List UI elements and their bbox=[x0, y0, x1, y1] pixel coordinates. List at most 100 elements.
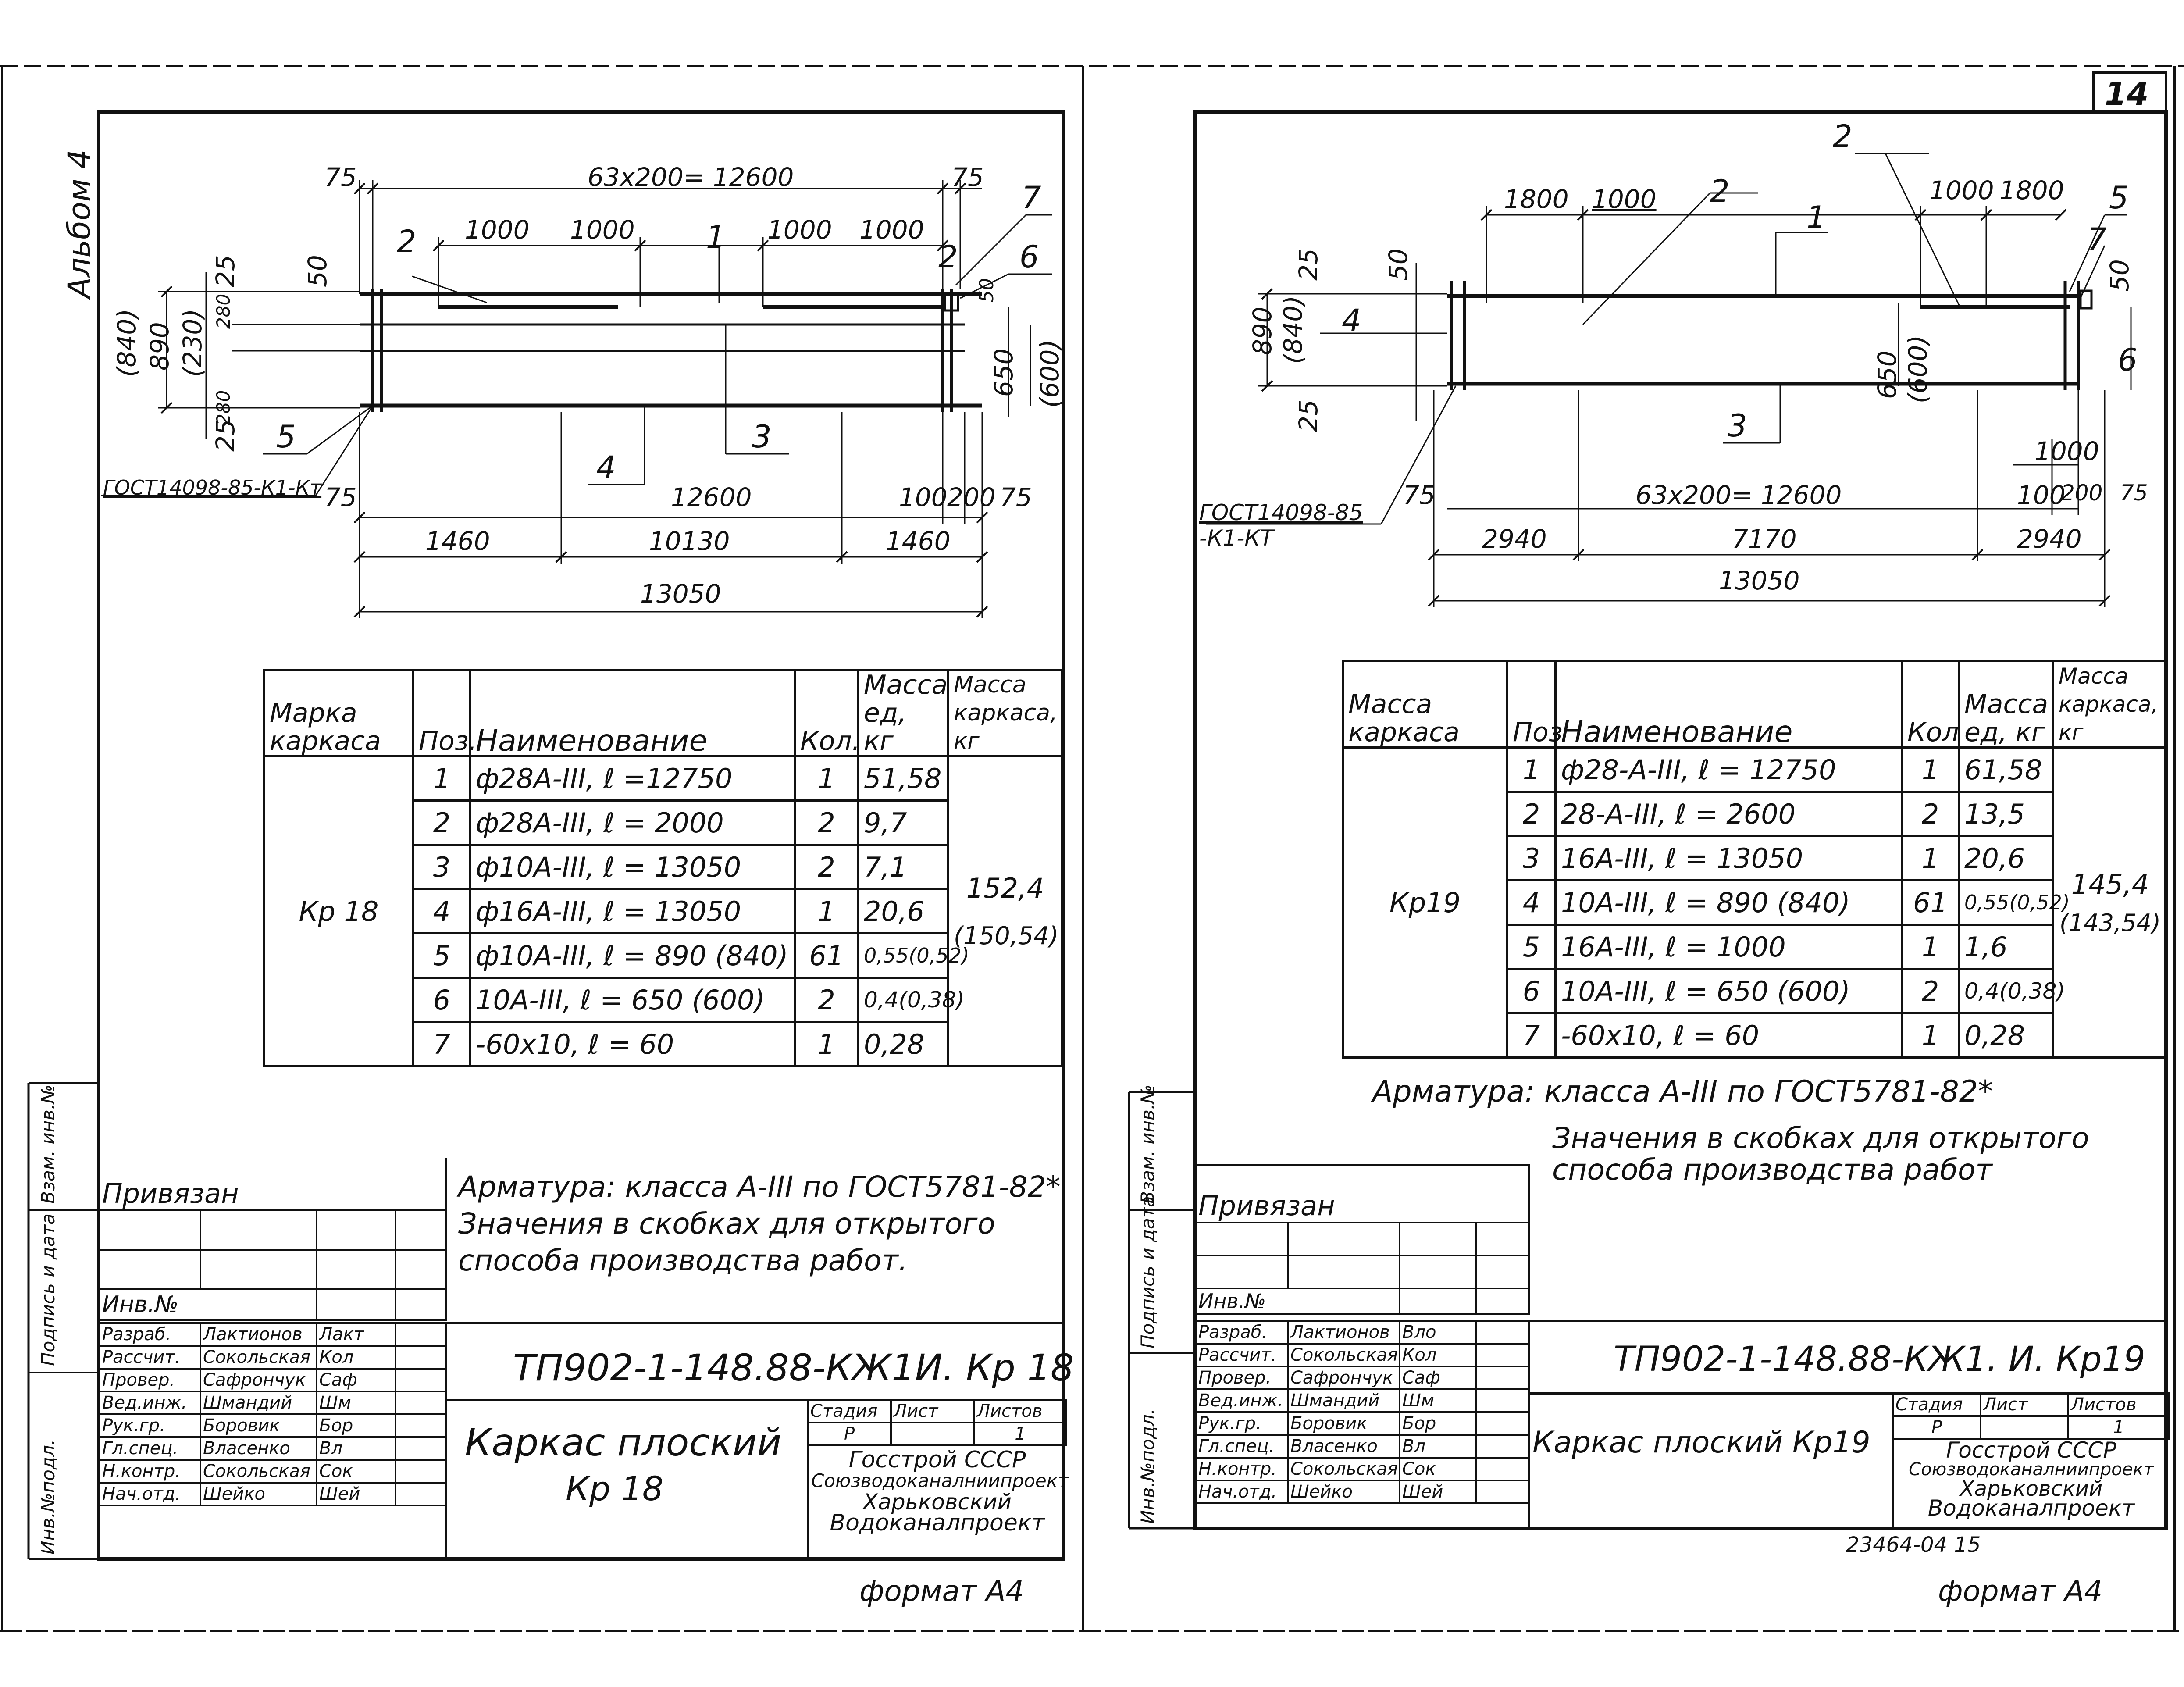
dim-bottom-200: 200 bbox=[947, 482, 996, 512]
format-label-left: формат А4 bbox=[859, 1574, 1024, 1608]
dim-top-left-75: 75 bbox=[324, 162, 357, 192]
signature: Саф bbox=[1399, 1366, 1477, 1390]
org-line: Харьковский bbox=[862, 1489, 1012, 1515]
stage-value: Р bbox=[1892, 1415, 1981, 1440]
stamp-label-replace-inv: Взам. инв.№ bbox=[37, 1084, 59, 1204]
row-mass: 1,6 bbox=[1958, 924, 2054, 970]
role: Вед.инж. bbox=[1195, 1388, 1289, 1413]
dim-top-right-75: 75 bbox=[951, 162, 984, 192]
signature: Кол bbox=[316, 1345, 396, 1370]
gost-label-right: ГОСТ14098-85 -К1-КТ bbox=[1199, 500, 1363, 551]
row-pos: 7 bbox=[412, 1021, 471, 1067]
sheets-header: Листов bbox=[2067, 1392, 2170, 1417]
frame-mass-open-value: (150,54) bbox=[954, 922, 1059, 950]
dim-bottom-75-left: 75 bbox=[1403, 480, 1436, 510]
sheets-value: 1 bbox=[2067, 1415, 2170, 1440]
table-row: 7 -60х10, ℓ = 60 1 0,28 bbox=[264, 1021, 1062, 1067]
row-name: 10А-III, ℓ = 650 (600) bbox=[469, 977, 796, 1023]
table-row: 2 ф28А-III, ℓ = 2000 2 9,7 bbox=[264, 799, 1062, 846]
row-name: ф28А-III, ℓ = 2000 bbox=[469, 799, 796, 846]
format-label-right: формат А4 bbox=[1938, 1574, 2103, 1608]
row-name: ф28А-III, ℓ =12750 bbox=[469, 755, 796, 802]
pos-label-3: 3 bbox=[752, 419, 772, 455]
frame-mass-value: 152,4 bbox=[966, 872, 1044, 904]
signature: Вл bbox=[1399, 1434, 1477, 1459]
row-qty: 1 bbox=[794, 755, 859, 802]
table-row: 4 ф16А-III, ℓ = 13050 1 20,6 bbox=[264, 888, 1062, 934]
person-name: Лактионов bbox=[200, 1322, 317, 1347]
inv-no-label: Инв.№ bbox=[99, 1288, 317, 1321]
dim-sub-3: 1000 bbox=[767, 215, 832, 245]
table-row: 3 16А-III, ℓ = 13050 1 20,6 bbox=[1343, 835, 2167, 881]
dim-seg-10130: 10130 bbox=[649, 526, 730, 556]
row-mass: 7,1 bbox=[857, 844, 949, 890]
header-frame-mass: Масса каркаса, кг bbox=[2052, 660, 2168, 749]
role: Провер. bbox=[99, 1368, 201, 1392]
person-name: Сафрончук bbox=[200, 1368, 317, 1392]
dim-bottom-100: 100 bbox=[899, 482, 948, 512]
notes-left: Арматура: класса А-III по ГОСТ5781-82* З… bbox=[458, 1169, 1061, 1279]
dim-left-890: 890 bbox=[145, 322, 175, 371]
person-name: Боровик bbox=[1287, 1411, 1400, 1436]
pos-label-4: 4 bbox=[1342, 303, 1361, 339]
title-block-right: ТП902-1-148.88-КЖ1. И. Кр19 Каркас плоск… bbox=[1528, 1320, 2170, 1530]
row-mass: 0,28 bbox=[857, 1021, 949, 1067]
table-row: 5 16А-III, ℓ = 1000 1 1,6 bbox=[1343, 924, 2167, 970]
dim-top-1000-left: 1000 bbox=[1592, 184, 1657, 214]
person-name: Сокольская bbox=[1287, 1343, 1400, 1367]
table-row: 6 10А-III, ℓ = 650 (600) 2 0,4(0,38) bbox=[264, 977, 1062, 1023]
dim-bottom-75-left: 75 bbox=[324, 482, 357, 512]
dim-top-spacing: 63x200= 12600 bbox=[588, 162, 794, 192]
row-pos: 2 bbox=[1506, 791, 1557, 837]
row-mass: 0,4(0,38) bbox=[857, 977, 965, 1023]
org-line: Водоканалпроект bbox=[1927, 1495, 2135, 1521]
table-row: 6 10А-III, ℓ = 650 (600) 2 0,4(0,38) bbox=[1343, 968, 2167, 1014]
dim-top-1800-left: 1800 bbox=[1504, 184, 1569, 214]
row-qty: 1 bbox=[1901, 746, 1960, 793]
signature: Саф bbox=[316, 1368, 396, 1392]
dim-bottom-75-right: 75 bbox=[2120, 480, 2148, 506]
row-name: -60х10, ℓ = 60 bbox=[469, 1021, 796, 1067]
row-name: 10А-III, ℓ = 650 (600) bbox=[1554, 968, 1903, 1014]
role: Нач.отд. bbox=[1195, 1480, 1289, 1504]
sheet-title-line1: Каркас плоский bbox=[465, 1421, 782, 1465]
note-brackets-2: способа производства работ bbox=[1552, 1153, 1992, 1187]
role: Нач.отд. bbox=[99, 1482, 201, 1506]
role: Разраб. bbox=[1195, 1320, 1289, 1345]
header-name: Наименование bbox=[1554, 660, 1903, 749]
dim-left-280-b: 280 bbox=[213, 390, 234, 425]
row-pos: 5 bbox=[1506, 924, 1557, 970]
org-line: Госстрой СССР bbox=[848, 1447, 1026, 1473]
spec-header-row: Масса каркаса Поз Наименование Кол Масса… bbox=[1342, 660, 2168, 749]
dim-left-25-top: 25 bbox=[210, 255, 240, 287]
dim-seg-1460-left: 1460 bbox=[425, 526, 490, 556]
person-name: Сокольская bbox=[200, 1345, 317, 1370]
frame-mark: Кр19 bbox=[1342, 746, 1508, 1059]
signature: Шей bbox=[1399, 1480, 1477, 1504]
sheets-value: 1 bbox=[973, 1422, 1067, 1446]
person-name: Шмандий bbox=[200, 1391, 317, 1415]
dim-right-650: 650 bbox=[1872, 350, 1902, 399]
archive-number: 23464-04 15 bbox=[1846, 1533, 1981, 1557]
pos-label-2-right: 2 bbox=[938, 239, 958, 275]
row-mass: 9,7 bbox=[857, 799, 949, 846]
dim-right-600: (600) bbox=[1903, 335, 1933, 403]
document-code: ТП902-1-148.88-КЖ1И. Кр 18 bbox=[513, 1346, 1074, 1389]
dim-left-890: 890 bbox=[1247, 307, 1277, 355]
dim-left-840: (840) bbox=[112, 309, 142, 377]
row-pos: 1 bbox=[1506, 746, 1557, 793]
role: Провер. bbox=[1195, 1366, 1289, 1390]
dim-bottom-12600: 63x200= 12600 bbox=[1635, 480, 1842, 510]
dim-seg-2940-left: 2940 bbox=[1482, 524, 1547, 554]
header-frame-mass: Масса каркаса, кг bbox=[947, 669, 1063, 757]
row-mass: 0,55(0,52) bbox=[857, 932, 969, 979]
role: Рассчит. bbox=[1195, 1343, 1289, 1367]
table-row: 4 10А-III, ℓ = 890 (840) 61 0,55(0,52) bbox=[1343, 879, 2167, 926]
dim-total-13050: 13050 bbox=[1719, 566, 1800, 596]
